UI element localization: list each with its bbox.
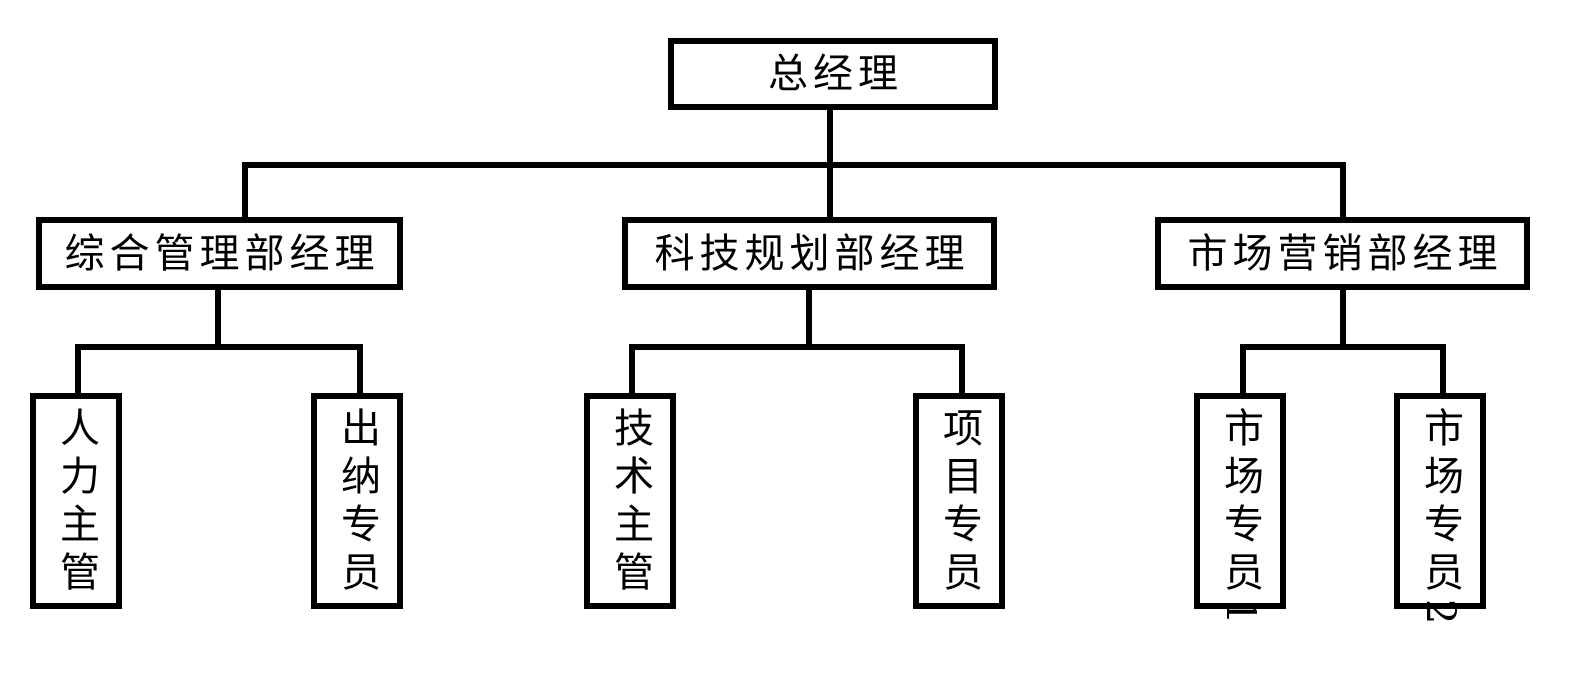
node-admin-department-manager[interactable]: 综合管理部经理 bbox=[36, 217, 403, 290]
connector-drop-admin bbox=[242, 162, 248, 217]
connector-root-stem bbox=[827, 107, 833, 168]
connector-drop-marketing bbox=[1340, 162, 1346, 217]
connector-bar-marketing bbox=[1240, 344, 1446, 350]
node-label-tech-department-manager: 科技规划部经理 bbox=[654, 230, 970, 277]
node-label-market-specialist-2: 市场专员2 bbox=[1417, 407, 1463, 633]
node-label-market-specialist-1-text: 市场专员 bbox=[1217, 407, 1263, 599]
node-label-admin-department-manager: 综合管理部经理 bbox=[64, 230, 380, 277]
node-project-specialist[interactable]: 项目专员 bbox=[913, 393, 1005, 609]
node-label-cashier-specialist: 出纳专员 bbox=[334, 407, 380, 599]
node-tech-department-manager[interactable]: 科技规划部经理 bbox=[622, 217, 997, 290]
connector-drop-project bbox=[959, 344, 965, 396]
connector-bar-tech bbox=[629, 344, 965, 350]
node-label-general-manager: 总经理 bbox=[768, 51, 903, 97]
connector-bar-admin bbox=[75, 344, 363, 350]
connector-drop-market1 bbox=[1240, 344, 1246, 396]
node-label-marketing-department-manager: 市场营销部经理 bbox=[1187, 230, 1503, 277]
node-hr-supervisor[interactable]: 人力主管 bbox=[30, 393, 122, 609]
node-label-market-specialist-2-text: 市场专员 bbox=[1417, 407, 1463, 599]
node-label-market-specialist-1-index: 1 bbox=[1217, 599, 1263, 633]
connector-stem-marketing bbox=[1340, 288, 1346, 348]
connector-drop-techlead bbox=[629, 344, 635, 396]
connector-drop-hr bbox=[75, 344, 81, 396]
connector-drop-cashier bbox=[357, 344, 363, 396]
node-marketing-department-manager[interactable]: 市场营销部经理 bbox=[1155, 217, 1530, 290]
node-label-project-specialist: 项目专员 bbox=[936, 407, 982, 599]
node-cashier-specialist[interactable]: 出纳专员 bbox=[311, 393, 403, 609]
node-technical-supervisor[interactable]: 技术主管 bbox=[584, 393, 676, 609]
node-market-specialist-2[interactable]: 市场专员2 bbox=[1394, 393, 1486, 632]
connector-drop-tech bbox=[827, 162, 833, 217]
connector-stem-tech bbox=[806, 288, 812, 348]
node-label-technical-supervisor: 技术主管 bbox=[607, 407, 653, 599]
connector-level2-bar bbox=[242, 162, 1346, 168]
node-general-manager[interactable]: 总经理 bbox=[668, 38, 998, 110]
connector-drop-market2 bbox=[1440, 344, 1446, 396]
connector-stem-admin bbox=[215, 288, 221, 348]
node-market-specialist-1[interactable]: 市场专员1 bbox=[1194, 393, 1286, 632]
node-label-market-specialist-1: 市场专员1 bbox=[1217, 407, 1263, 633]
node-label-hr-supervisor: 人力主管 bbox=[53, 407, 99, 599]
node-label-market-specialist-2-index: 2 bbox=[1417, 599, 1463, 633]
